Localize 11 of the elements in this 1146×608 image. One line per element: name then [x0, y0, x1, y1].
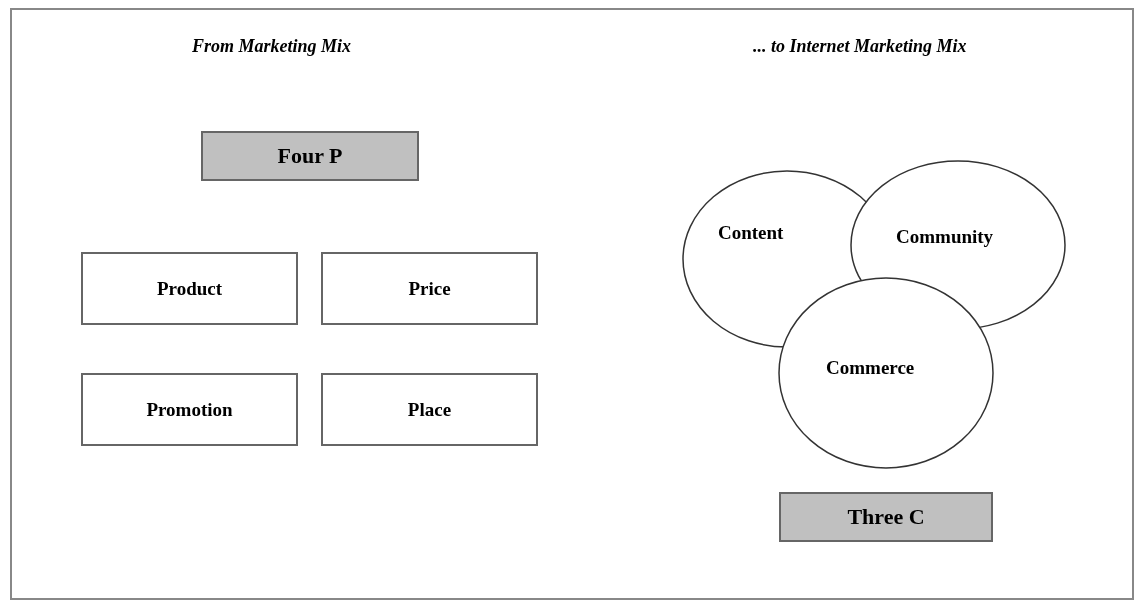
box: Place — [321, 373, 538, 446]
circle-label: Content — [718, 222, 784, 244]
circle-label: Commerce — [826, 357, 915, 379]
heading-box: Four P — [201, 131, 419, 181]
section-heading: From Marketing Mix — [192, 36, 352, 57]
heading-box: Three C — [779, 492, 993, 542]
box: Promotion — [81, 373, 298, 446]
section-heading: ... to Internet Marketing Mix — [753, 36, 967, 57]
circle-label: Community — [896, 226, 994, 248]
box: Price — [321, 252, 538, 325]
box: Product — [81, 252, 298, 325]
